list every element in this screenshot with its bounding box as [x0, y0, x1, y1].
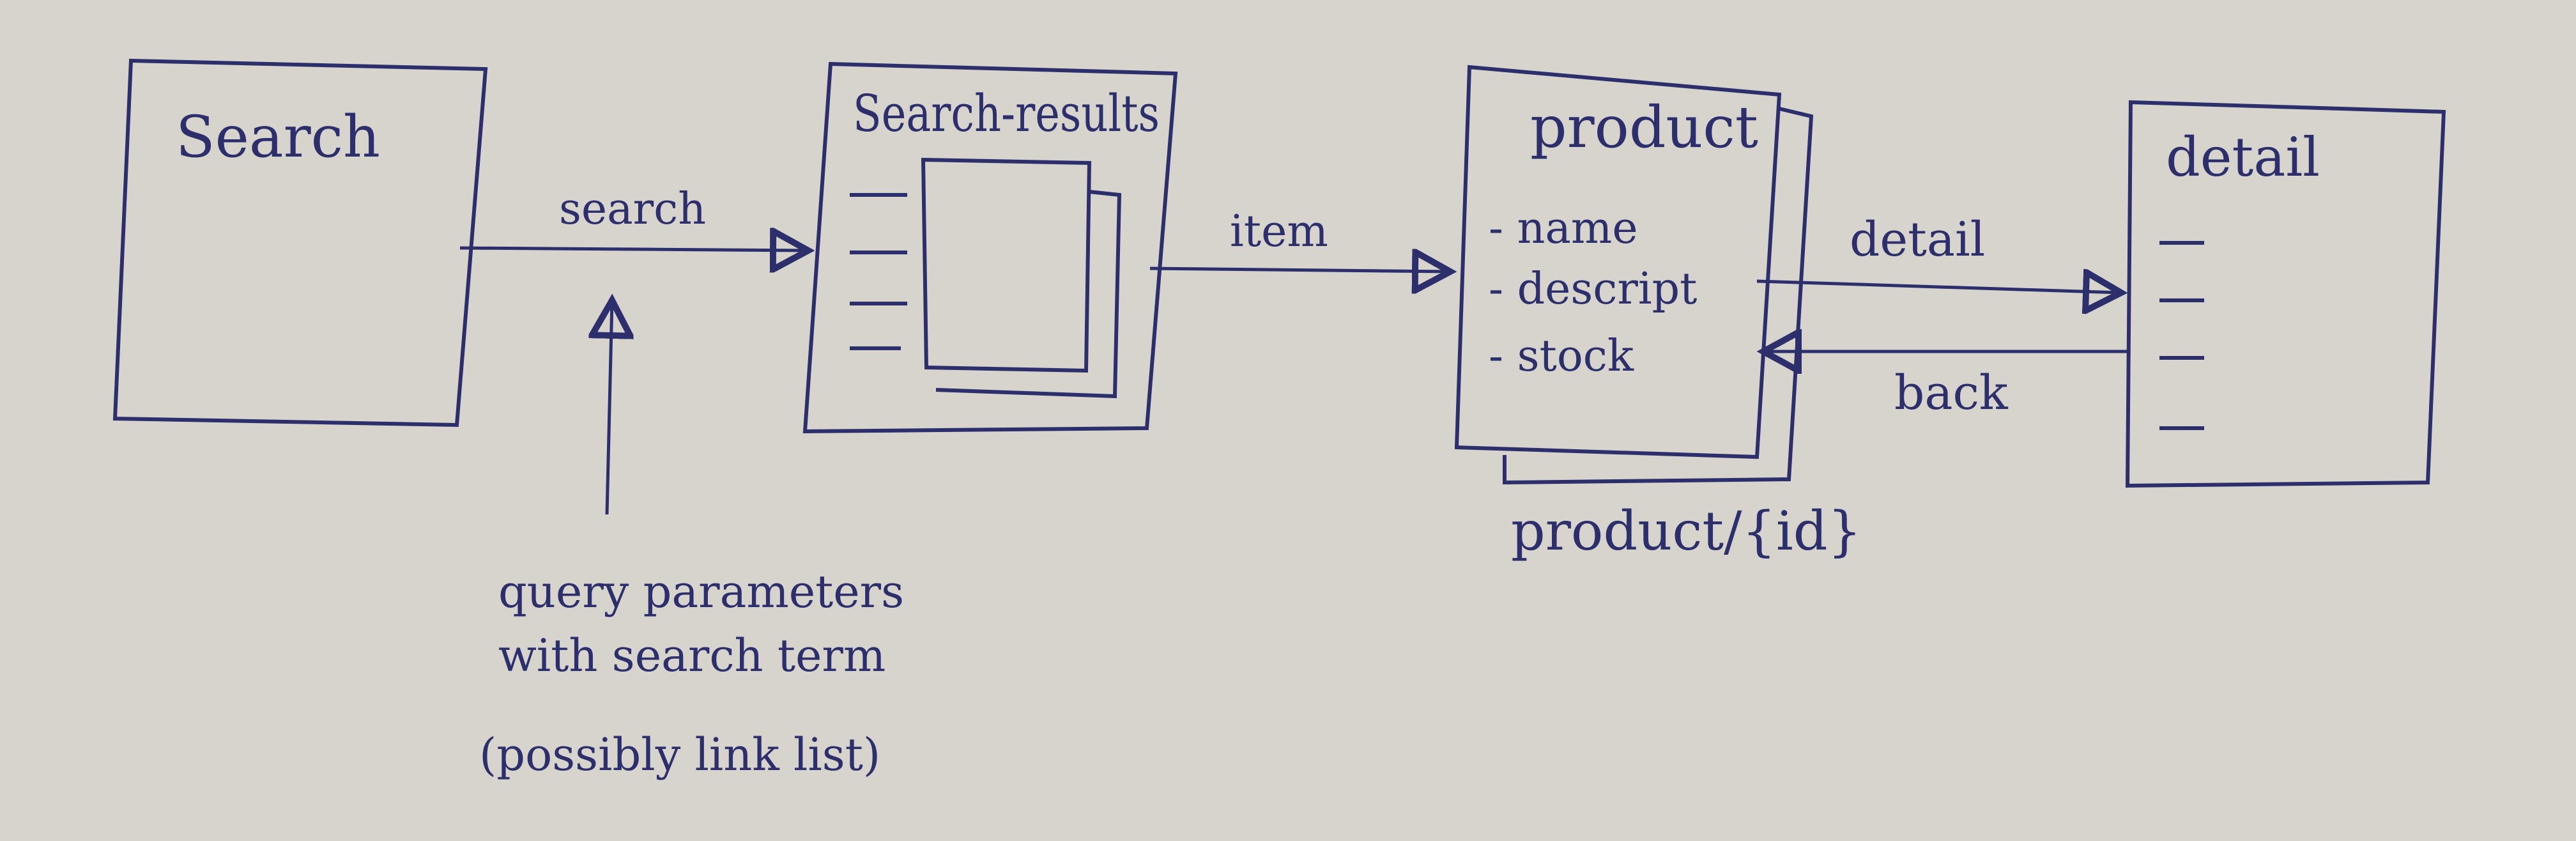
screen-search — [112, 58, 488, 428]
product-field-name: - name — [1489, 203, 1638, 254]
edge-back-label: back — [1894, 366, 2009, 421]
screen-search-title: Search — [176, 104, 380, 171]
screen-search-results-title: Search-results — [853, 84, 1160, 143]
annotation-line-2: with search term — [498, 629, 885, 682]
edge-detail — [1756, 281, 2121, 293]
screen-detail — [2125, 100, 2446, 488]
product-field-description: - descript — [1489, 264, 1697, 314]
screen-product — [1454, 65, 1814, 485]
screen-product-title: product — [1530, 94, 1758, 161]
edge-search-label: search — [559, 184, 706, 235]
annotation-line-3: (possibly link list) — [479, 729, 880, 781]
annotation-line-1: query parameters — [498, 566, 904, 618]
edge-item — [1149, 268, 1450, 272]
edge-search — [459, 248, 808, 251]
screen-detail-title: detail — [2166, 126, 2320, 189]
product-field-stock: - stock — [1489, 331, 1634, 382]
edges — [459, 248, 2128, 515]
screen-search-results — [802, 61, 1178, 434]
edge-detail-label: detail — [1850, 212, 1985, 267]
edge-item-label: item — [1230, 206, 1328, 257]
edge-annotation-pointer — [607, 300, 612, 515]
product-route-label: product/{id} — [1511, 500, 1862, 562]
